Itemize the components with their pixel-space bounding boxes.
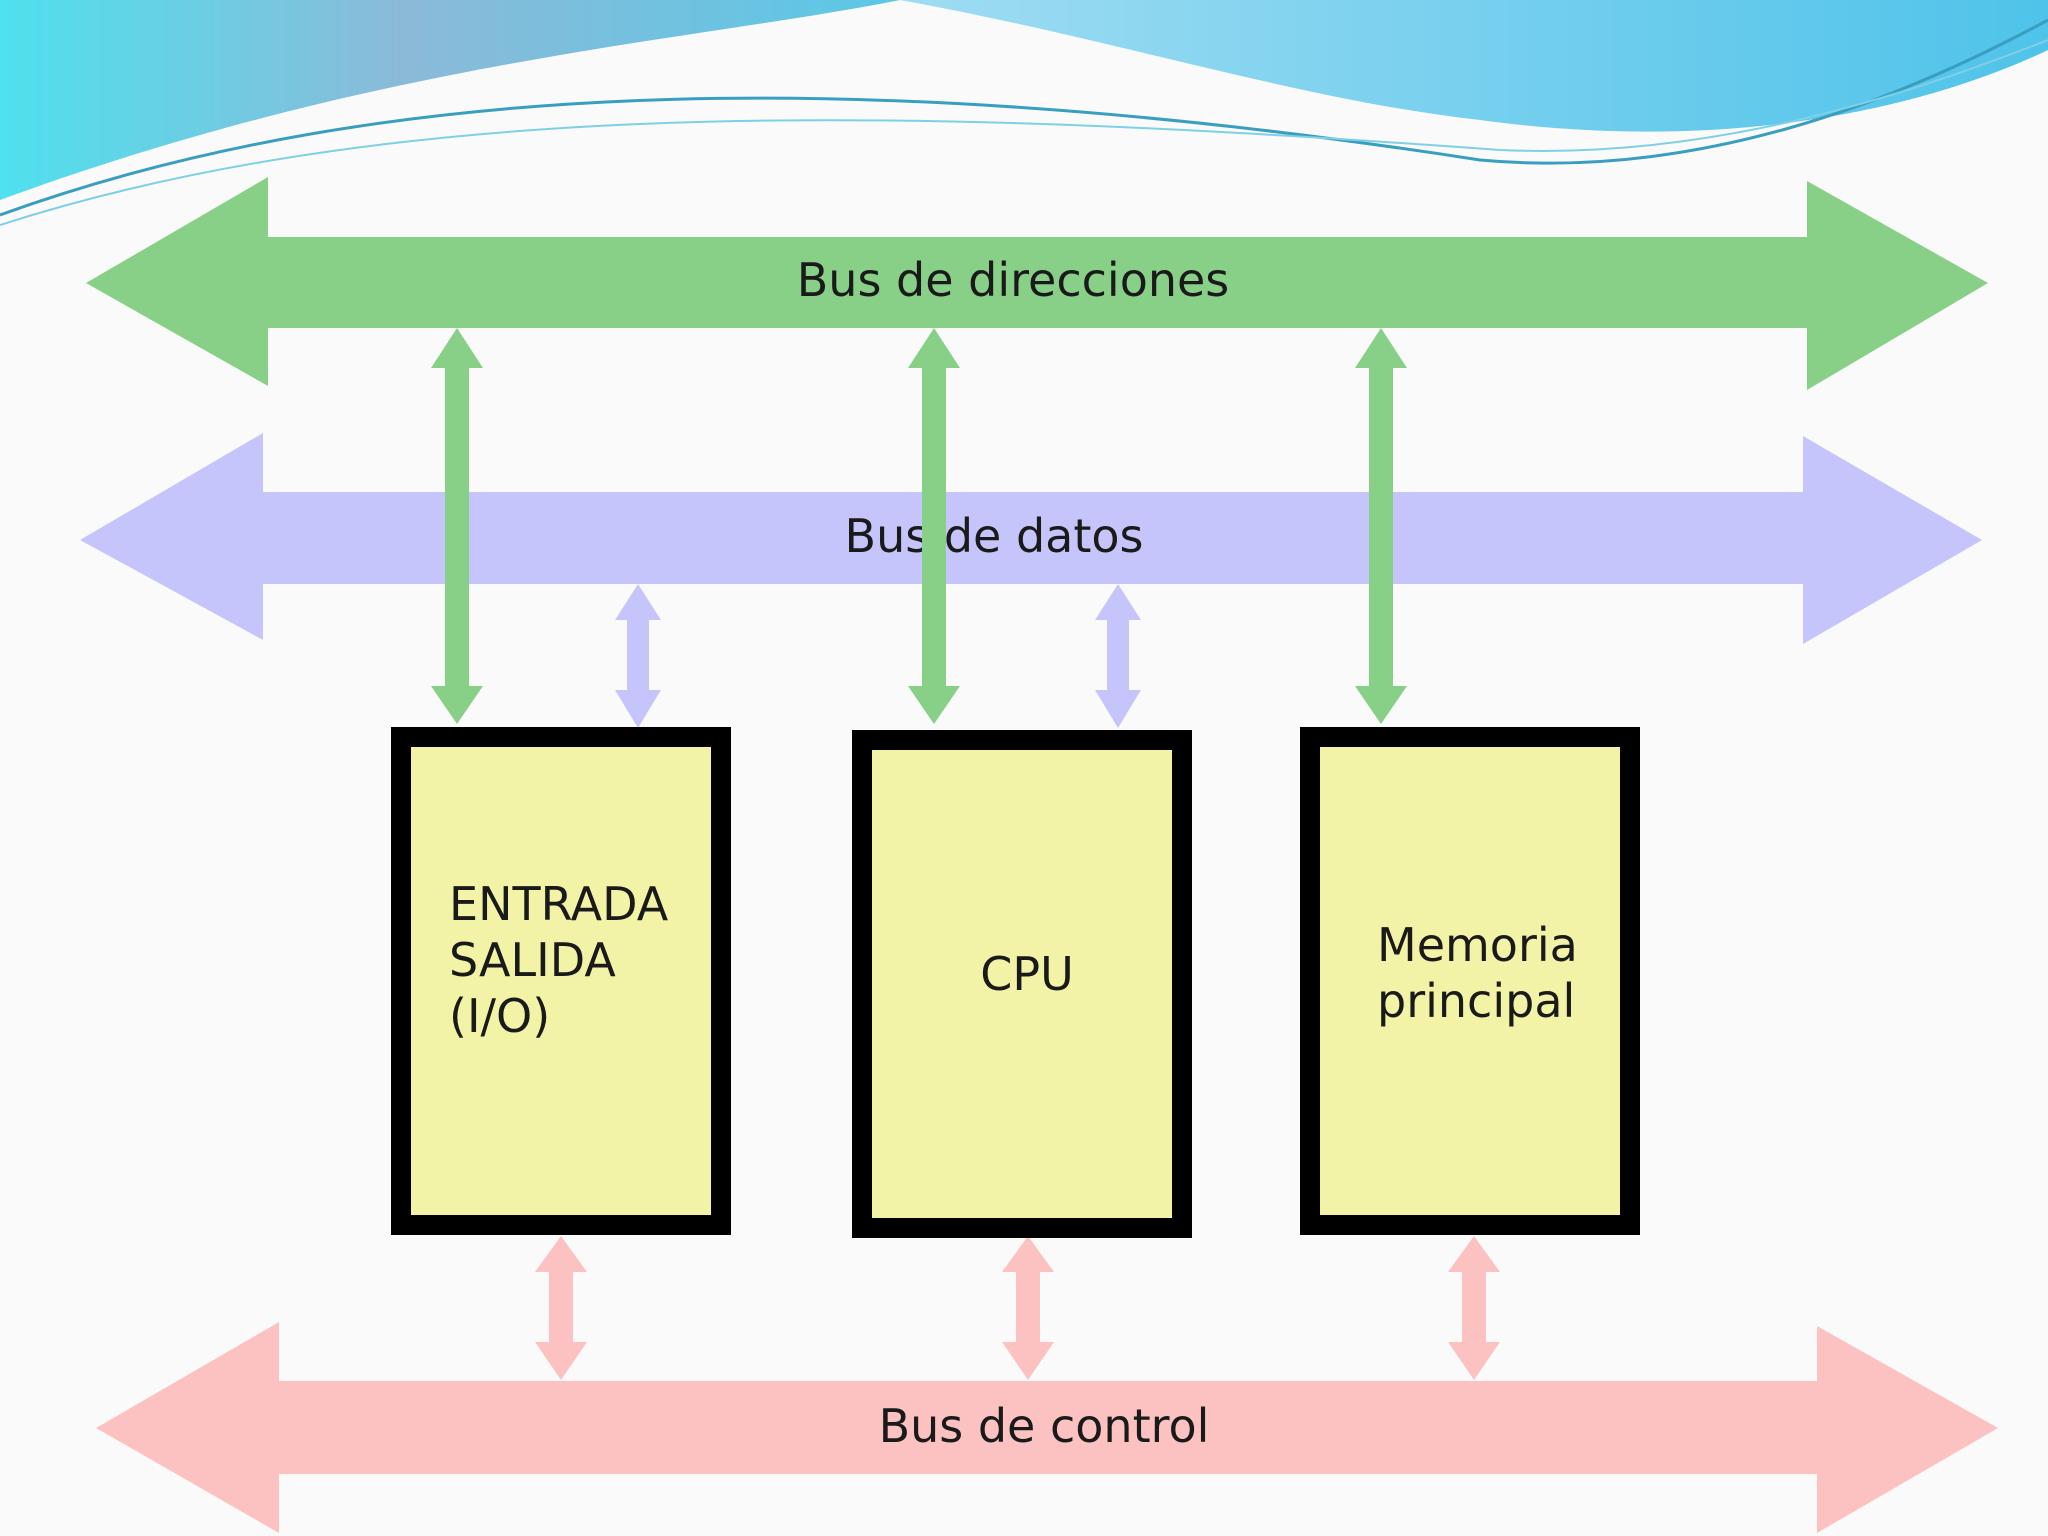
address-bus-arrow	[86, 177, 1988, 390]
header-decoration	[0, 0, 2048, 226]
memory-component: Memoria principal	[1300, 727, 1640, 1235]
memory-box	[1300, 727, 1640, 1235]
cpu-data-connector	[1095, 584, 1141, 728]
memory-label-line-1: Memoria	[1377, 918, 1578, 972]
io-component: ENTRADA SALIDA (I/O)	[391, 727, 731, 1235]
address-bus-label: Bus de direcciones	[797, 253, 1230, 307]
address-bus: Bus de direcciones	[86, 177, 1988, 390]
cpu-component: CPU	[852, 730, 1192, 1238]
header-wave-right	[900, 0, 2048, 132]
memory-control-connector	[1448, 1236, 1500, 1380]
control-bus: Bus de control	[96, 1322, 1998, 1533]
control-bus-label: Bus de control	[879, 1399, 1210, 1453]
control-bus-arrow	[96, 1322, 1998, 1533]
io-label-line-1: ENTRADA	[449, 877, 669, 931]
memory-label-line-2: principal	[1377, 974, 1575, 1028]
cpu-address-connector	[908, 328, 960, 724]
io-address-connector	[431, 328, 483, 724]
header-line-2	[0, 39, 2048, 226]
data-bus-label: Bus de datos	[845, 509, 1144, 563]
cpu-label: CPU	[980, 947, 1074, 1001]
header-line-1	[0, 18, 2048, 217]
data-bus-arrow	[80, 433, 1982, 644]
io-data-connector	[615, 584, 661, 728]
header-wave-left	[0, 0, 900, 200]
data-connectors	[615, 584, 1141, 728]
cpu-control-connector	[1002, 1236, 1054, 1380]
control-connectors	[535, 1236, 1500, 1380]
data-bus: Bus de datos	[80, 433, 1982, 644]
address-connectors	[431, 328, 1407, 724]
io-label-line-2: SALIDA	[449, 933, 616, 987]
io-label-line-3: (I/O)	[449, 989, 550, 1043]
io-box	[391, 727, 731, 1235]
cpu-box	[852, 730, 1192, 1238]
memory-address-connector	[1355, 328, 1407, 724]
io-control-connector	[535, 1236, 587, 1380]
